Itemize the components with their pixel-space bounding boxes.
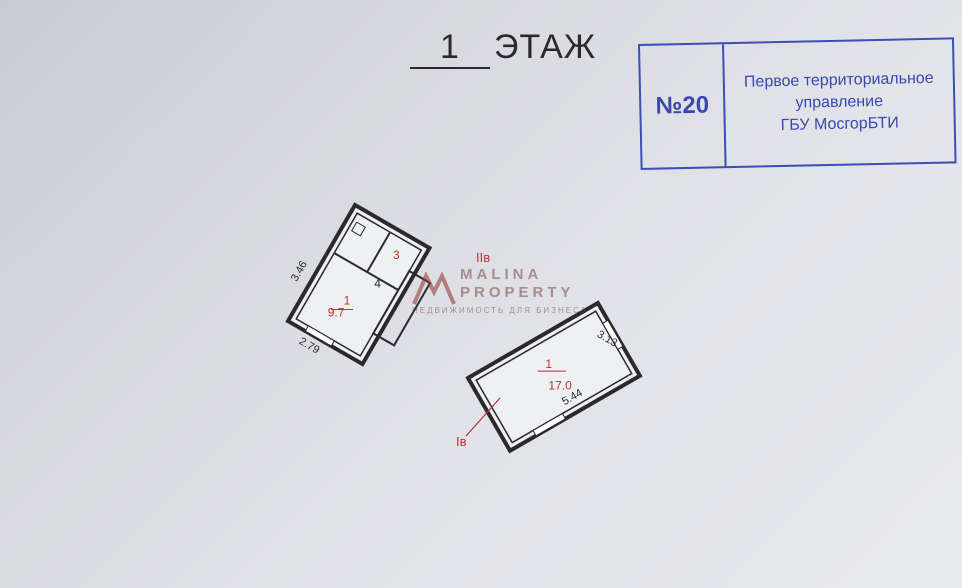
plan-b: 1 17.0 3.13 5.44 (465, 300, 643, 454)
plan-b-window-2 (602, 319, 624, 350)
watermark-logo-icon (412, 271, 456, 305)
plan-a-annex (371, 269, 432, 347)
plan-a-room1-area: 9.7 (328, 305, 345, 319)
plan-b-outer-wall (465, 300, 643, 454)
plan-b-section-line (465, 397, 501, 437)
watermark-line-1: MALINA (460, 266, 543, 283)
floor-number: 1 (410, 28, 490, 69)
plan-b-section-label: Iв (456, 434, 467, 449)
floor-label: ЭТАЖ (494, 28, 597, 66)
watermark-line-2: PROPERTY (460, 284, 575, 301)
plan-a-dim-side: 3.46 (289, 259, 310, 284)
plan-a-room1-number: 1 (344, 294, 351, 308)
plan-a-window (304, 325, 335, 347)
plan-b-room1-area: 17.0 (548, 378, 572, 392)
plan-a-room3-label: 3 (393, 248, 400, 262)
plan-a-fixture (350, 221, 367, 237)
plan-b-window (532, 412, 567, 437)
plan-a-section-label: IIв (476, 250, 490, 265)
plan-a-room4-label: 4 (374, 277, 381, 291)
plan-b-room1-number: 1 (545, 357, 552, 371)
plan-a-partition-2 (366, 231, 391, 273)
watermark-line-3: НЕДВИЖИМОСТЬ ДЛЯ БИЗНЕСА (412, 306, 589, 315)
